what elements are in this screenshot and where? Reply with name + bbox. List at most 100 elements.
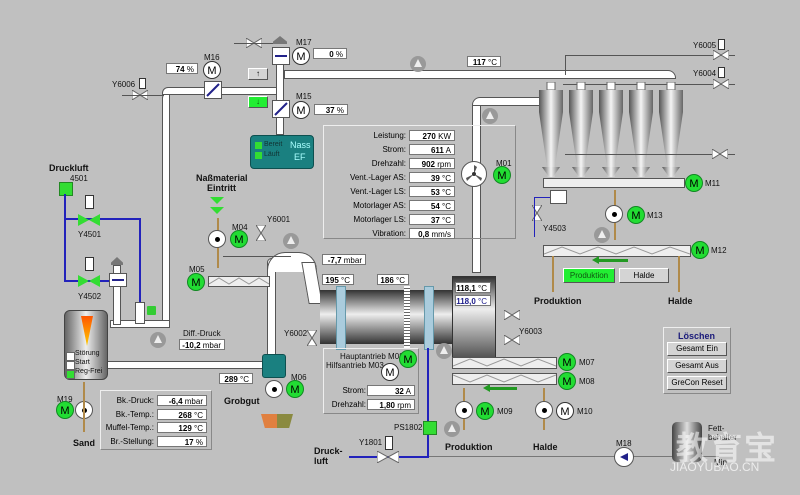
valve-y6005[interactable] [712,49,730,61]
route-produktion-button[interactable]: Produktion [563,268,615,283]
fan-reading-label: Strom: [382,145,406,154]
fan-reading-label: Vibration: [372,229,406,238]
m12-motor[interactable]: M [691,241,709,259]
dryer-drum[interactable] [320,286,452,350]
m13-motor[interactable]: M [627,206,645,224]
separator-grobgut[interactable] [262,354,286,378]
fan-reading-label: Vent.-Lager LS: [350,187,406,196]
pipe-y6005 [565,55,735,56]
screw-conveyor-m08[interactable] [452,373,557,385]
m01-motor[interactable]: M [493,166,511,184]
valve-y4502[interactable] [78,275,100,287]
pump-m18[interactable] [614,447,634,467]
alarm-triangle-burner[interactable] [150,332,166,348]
sensor-4501 [59,182,73,196]
m09-motor[interactable]: M [476,402,494,420]
m07-motor[interactable]: M [558,353,576,371]
temp-289-value: 289 [224,375,238,384]
m17-value: 0 [329,50,334,59]
valve-outlet-manual[interactable] [503,309,521,321]
rotary-valve-m04[interactable] [208,230,226,248]
alarm-triangle-dryer-inlet[interactable] [283,233,299,249]
bereit-indicator [255,142,262,149]
m06-motor[interactable]: M [286,380,304,398]
m08-label: M08 [579,377,595,386]
rotary-valve-m06[interactable] [265,380,283,398]
fan-reading-value-box: 611 A [409,144,455,155]
temp-195-value: 195 [325,276,339,285]
route-halde-button[interactable]: Halde [619,268,669,283]
lauft-indicator [255,152,262,159]
m04-motor[interactable]: M [230,230,248,248]
loeschen-button-2[interactable]: Gesamt Aus [667,359,727,373]
m08-motor[interactable]: M [558,372,576,390]
fan-reading-unit: rpm [437,160,451,169]
burner-reading-unit: °C [194,424,203,433]
m05-motor[interactable]: M [187,273,205,291]
alarm-triangle-m13[interactable] [594,227,610,243]
hauptantrieb-label: Hauptantrieb M02 [340,352,404,361]
valve-y6001[interactable] [255,224,267,242]
m02-motor[interactable]: M [399,350,417,368]
fan-m01[interactable] [461,161,487,187]
m16-value-box: 74 % [166,63,198,74]
screw-conveyor-m12[interactable] [543,245,691,257]
valve-label-y4502: Y4502 [78,292,102,301]
duct-top-main [284,70,676,79]
m17-motor[interactable]: M [292,47,310,65]
valve-y6002[interactable] [306,329,318,347]
damper-down-button[interactable]: ↓ [248,96,268,108]
pipe-m17-air [234,43,274,44]
valve-y4501[interactable] [78,214,100,226]
alarm-triangle-fan[interactable] [482,108,498,124]
temp-top-box: 117 °C [467,56,501,67]
m11-motor[interactable]: M [685,174,703,192]
m19-motor[interactable]: M [56,401,74,419]
valve-y1801[interactable] [376,450,400,464]
conveyor-m11[interactable] [543,178,685,188]
damper-chimney-left[interactable] [109,273,127,287]
damper-m16[interactable] [204,81,222,99]
nass-ef-unit[interactable]: Bereit Läuft Nass EF [250,135,314,169]
nass-label: Nass [290,140,311,150]
m17-label: M17 [296,38,312,47]
damper-m17[interactable] [272,47,290,65]
m05-label: M05 [189,265,205,274]
screw-conveyor-m05[interactable] [208,276,270,287]
m10-motor[interactable]: M [556,402,574,420]
alarm-triangle-drum[interactable] [436,343,452,359]
m03-motor[interactable]: M [381,363,399,381]
diff-druck-label: Diff.-Druck [183,329,221,338]
fan-reading-value-box: 54 °C [409,200,455,211]
valve-label-y6004: Y6004 [693,69,717,78]
temp-186-value: 186 [380,276,394,285]
loeschen-button-1[interactable]: Gesamt Ein [667,342,727,356]
burner-status-indicator [66,352,75,361]
valve-label-y6001: Y6001 [267,215,291,224]
valve-cyclone-bottom[interactable] [711,148,729,160]
m15-motor[interactable]: M [292,101,310,119]
screw-conveyor-m07[interactable] [452,357,557,369]
valve-y6006-actuator [139,78,146,89]
alarm-triangle-top[interactable] [410,56,426,72]
rotary-valve-m09[interactable] [455,401,473,419]
drive-reading-value: 1,80 [379,401,395,410]
rotary-valve-m10[interactable] [535,401,553,419]
grease-tank[interactable] [672,422,702,462]
alarm-triangle-m09[interactable] [444,421,460,437]
drum-ring-2 [424,286,434,350]
damper-m15[interactable] [272,100,290,118]
duct-left-vertical [162,92,170,327]
diff-druck-unit: mbar [202,341,221,350]
valve-y6004[interactable] [712,78,730,90]
fan-reading-value-box: 39 °C [409,172,455,183]
burner-status-label: Start [75,359,90,366]
damper-bypass[interactable] [135,302,145,324]
rotary-valve-m13[interactable] [605,205,623,223]
loeschen-button-3[interactable]: GreCon Reset [667,376,727,390]
damper-up-button[interactable]: ↑ [248,68,268,80]
m07-label: M07 [579,358,595,367]
valve-y6003[interactable] [503,334,521,346]
fan-reading-value-box: 53 °C [409,186,455,197]
m16-motor[interactable]: M [203,61,221,79]
